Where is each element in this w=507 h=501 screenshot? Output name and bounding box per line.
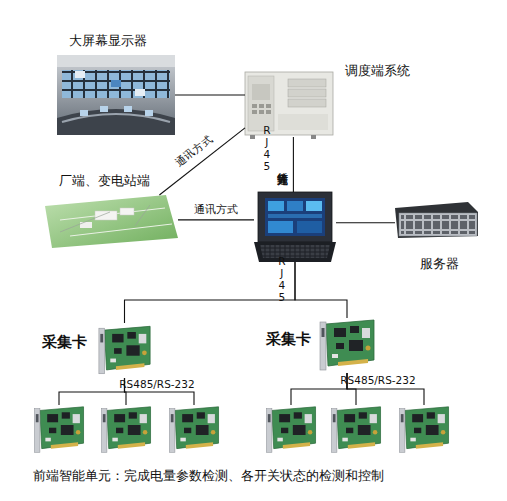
node-label: 调度端系统	[345, 63, 410, 79]
device-unit	[30, 405, 88, 455]
device-unit	[262, 405, 320, 455]
device-node: 调度端系统	[245, 72, 333, 137]
device-node: 采集卡	[97, 323, 152, 378]
industrial-pc	[245, 72, 333, 139]
connector-line	[175, 94, 245, 95]
device-unit	[165, 405, 223, 455]
server	[395, 202, 478, 238]
rack-console	[254, 192, 336, 262]
device-node: 服务器	[395, 202, 478, 238]
node-label: 厂端、变电站端	[59, 173, 150, 189]
port-label: RJ45	[260, 124, 272, 172]
device-unit	[97, 405, 155, 455]
connector-line	[178, 219, 254, 220]
port-label: RJ45	[275, 255, 287, 303]
connector-line	[159, 128, 245, 195]
node-label: 采集卡	[266, 330, 311, 348]
connector-line	[293, 137, 294, 192]
device-node: 大屏幕显示器	[57, 55, 175, 135]
control-room-photo	[57, 55, 175, 135]
connector-line	[295, 262, 347, 318]
connector-line	[336, 222, 395, 223]
connector-line	[291, 373, 347, 405]
node-label: 大屏幕显示器	[69, 33, 147, 49]
connector-label: 通讯方式	[194, 204, 238, 216]
card-illustrations	[34, 320, 448, 452]
bus-label: RS485/RS-232	[119, 379, 194, 391]
node-label: 采集卡	[42, 333, 87, 351]
device-node: 采集卡	[318, 318, 376, 373]
device-unit	[327, 405, 385, 455]
device-node: 厂端、变电站端	[45, 195, 178, 248]
substation-photo	[45, 195, 178, 248]
connector-label: 通讯方式	[173, 133, 215, 169]
caption: 前端智能单元：完成电量参数检测、各开关状态的检测和控制	[33, 467, 384, 485]
node-label: 服务器	[420, 256, 459, 272]
device-unit	[395, 405, 453, 455]
bus-label: RS485/RS-232	[340, 375, 415, 387]
connector-line	[59, 378, 125, 405]
device-unit	[254, 192, 336, 262]
connector-line	[125, 262, 296, 323]
